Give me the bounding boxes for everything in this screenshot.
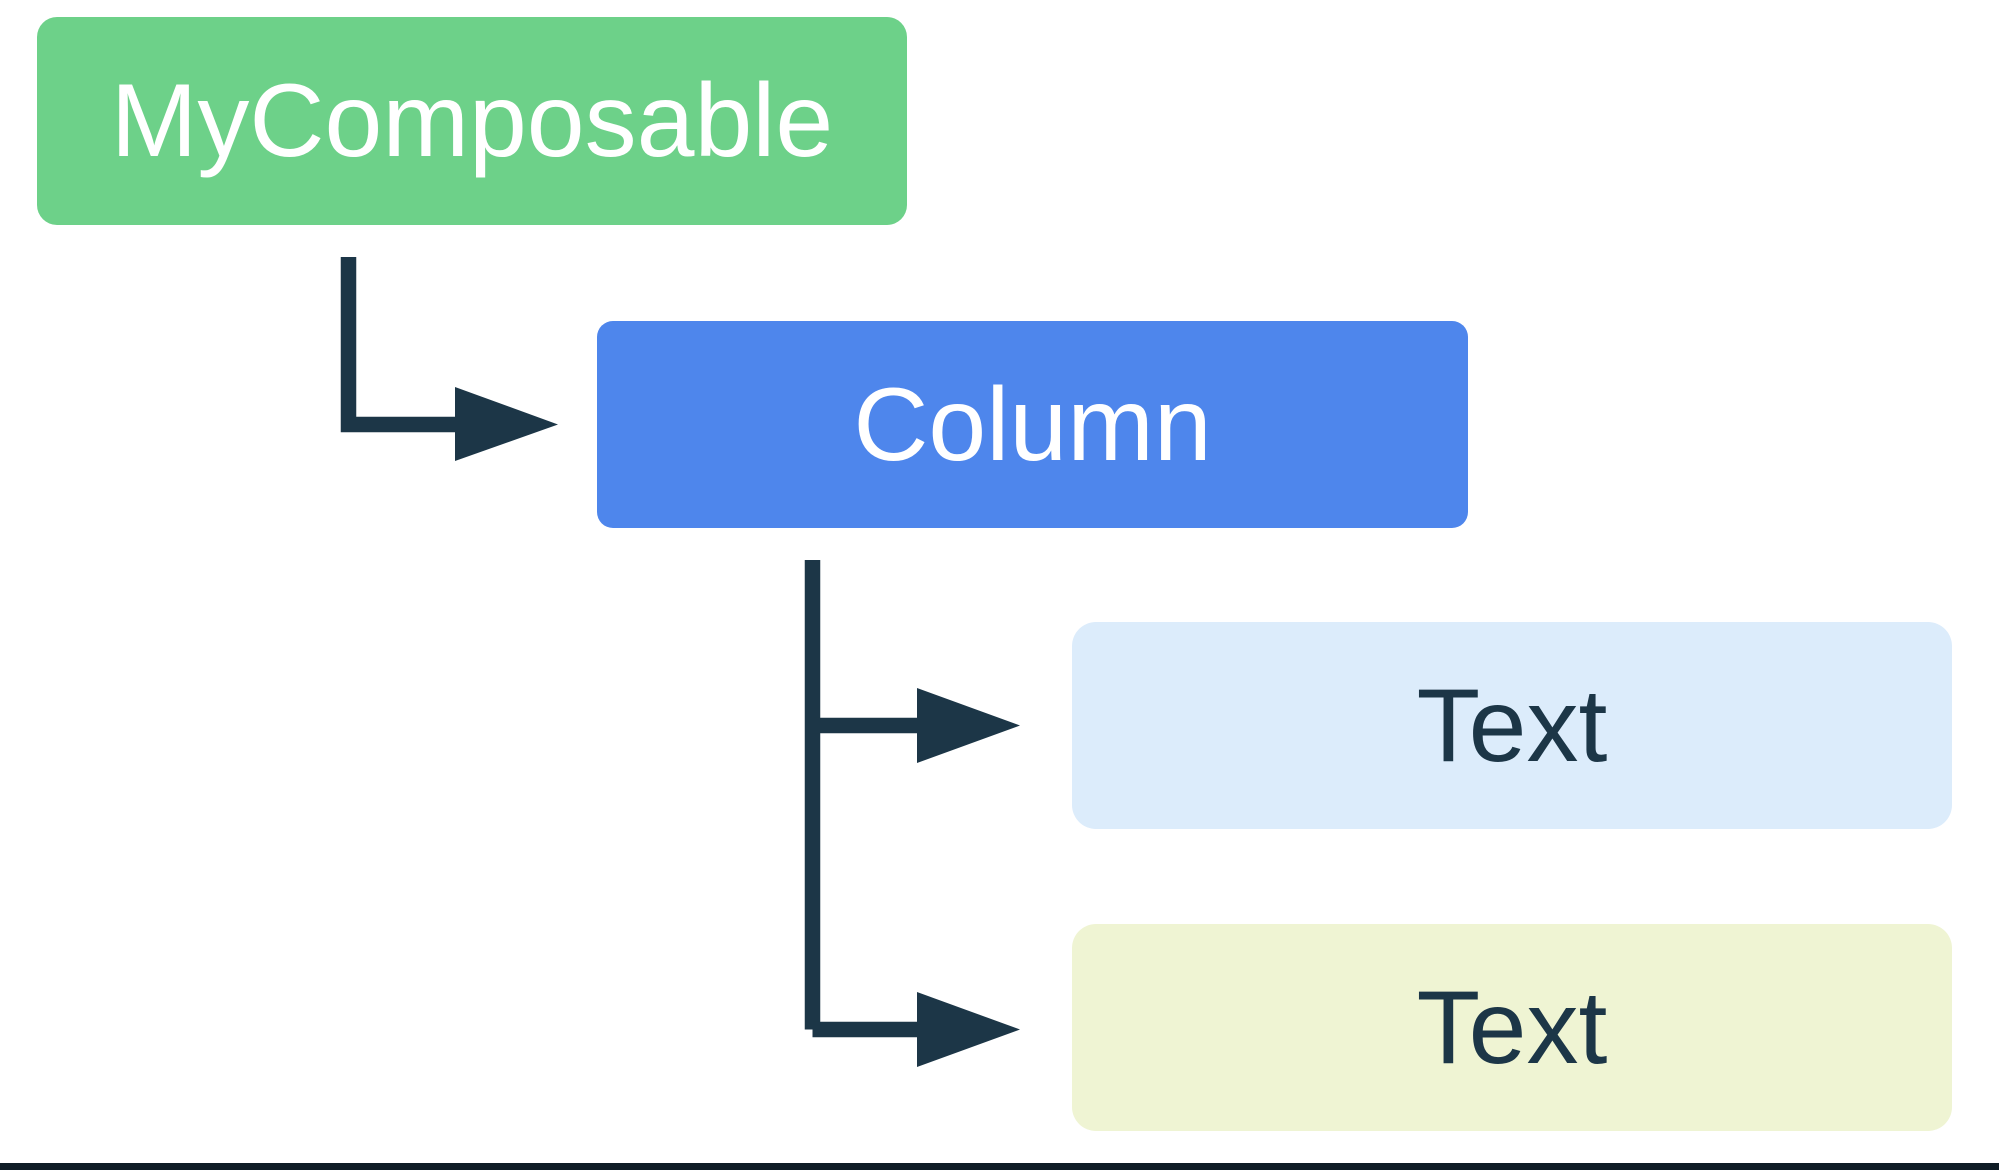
connector-column-to-text2 (812, 992, 1020, 1067)
node-text-first-label: Text (1416, 667, 1608, 784)
node-mycomposable: MyComposable (37, 17, 907, 225)
bottom-rule (0, 1163, 1999, 1170)
arrowhead-icon (455, 387, 558, 461)
arrowhead-icon (917, 992, 1020, 1067)
arrowhead-icon (917, 688, 1020, 763)
node-column-label: Column (853, 366, 1212, 483)
node-text-second: Text (1072, 924, 1952, 1131)
node-text-second-label: Text (1416, 969, 1608, 1086)
node-text-first: Text (1072, 622, 1952, 829)
connector-column-to-text1 (812, 688, 1020, 763)
node-column: Column (597, 321, 1468, 528)
connector-mycomposable-to-column (340, 257, 558, 461)
node-mycomposable-label: MyComposable (110, 63, 834, 179)
